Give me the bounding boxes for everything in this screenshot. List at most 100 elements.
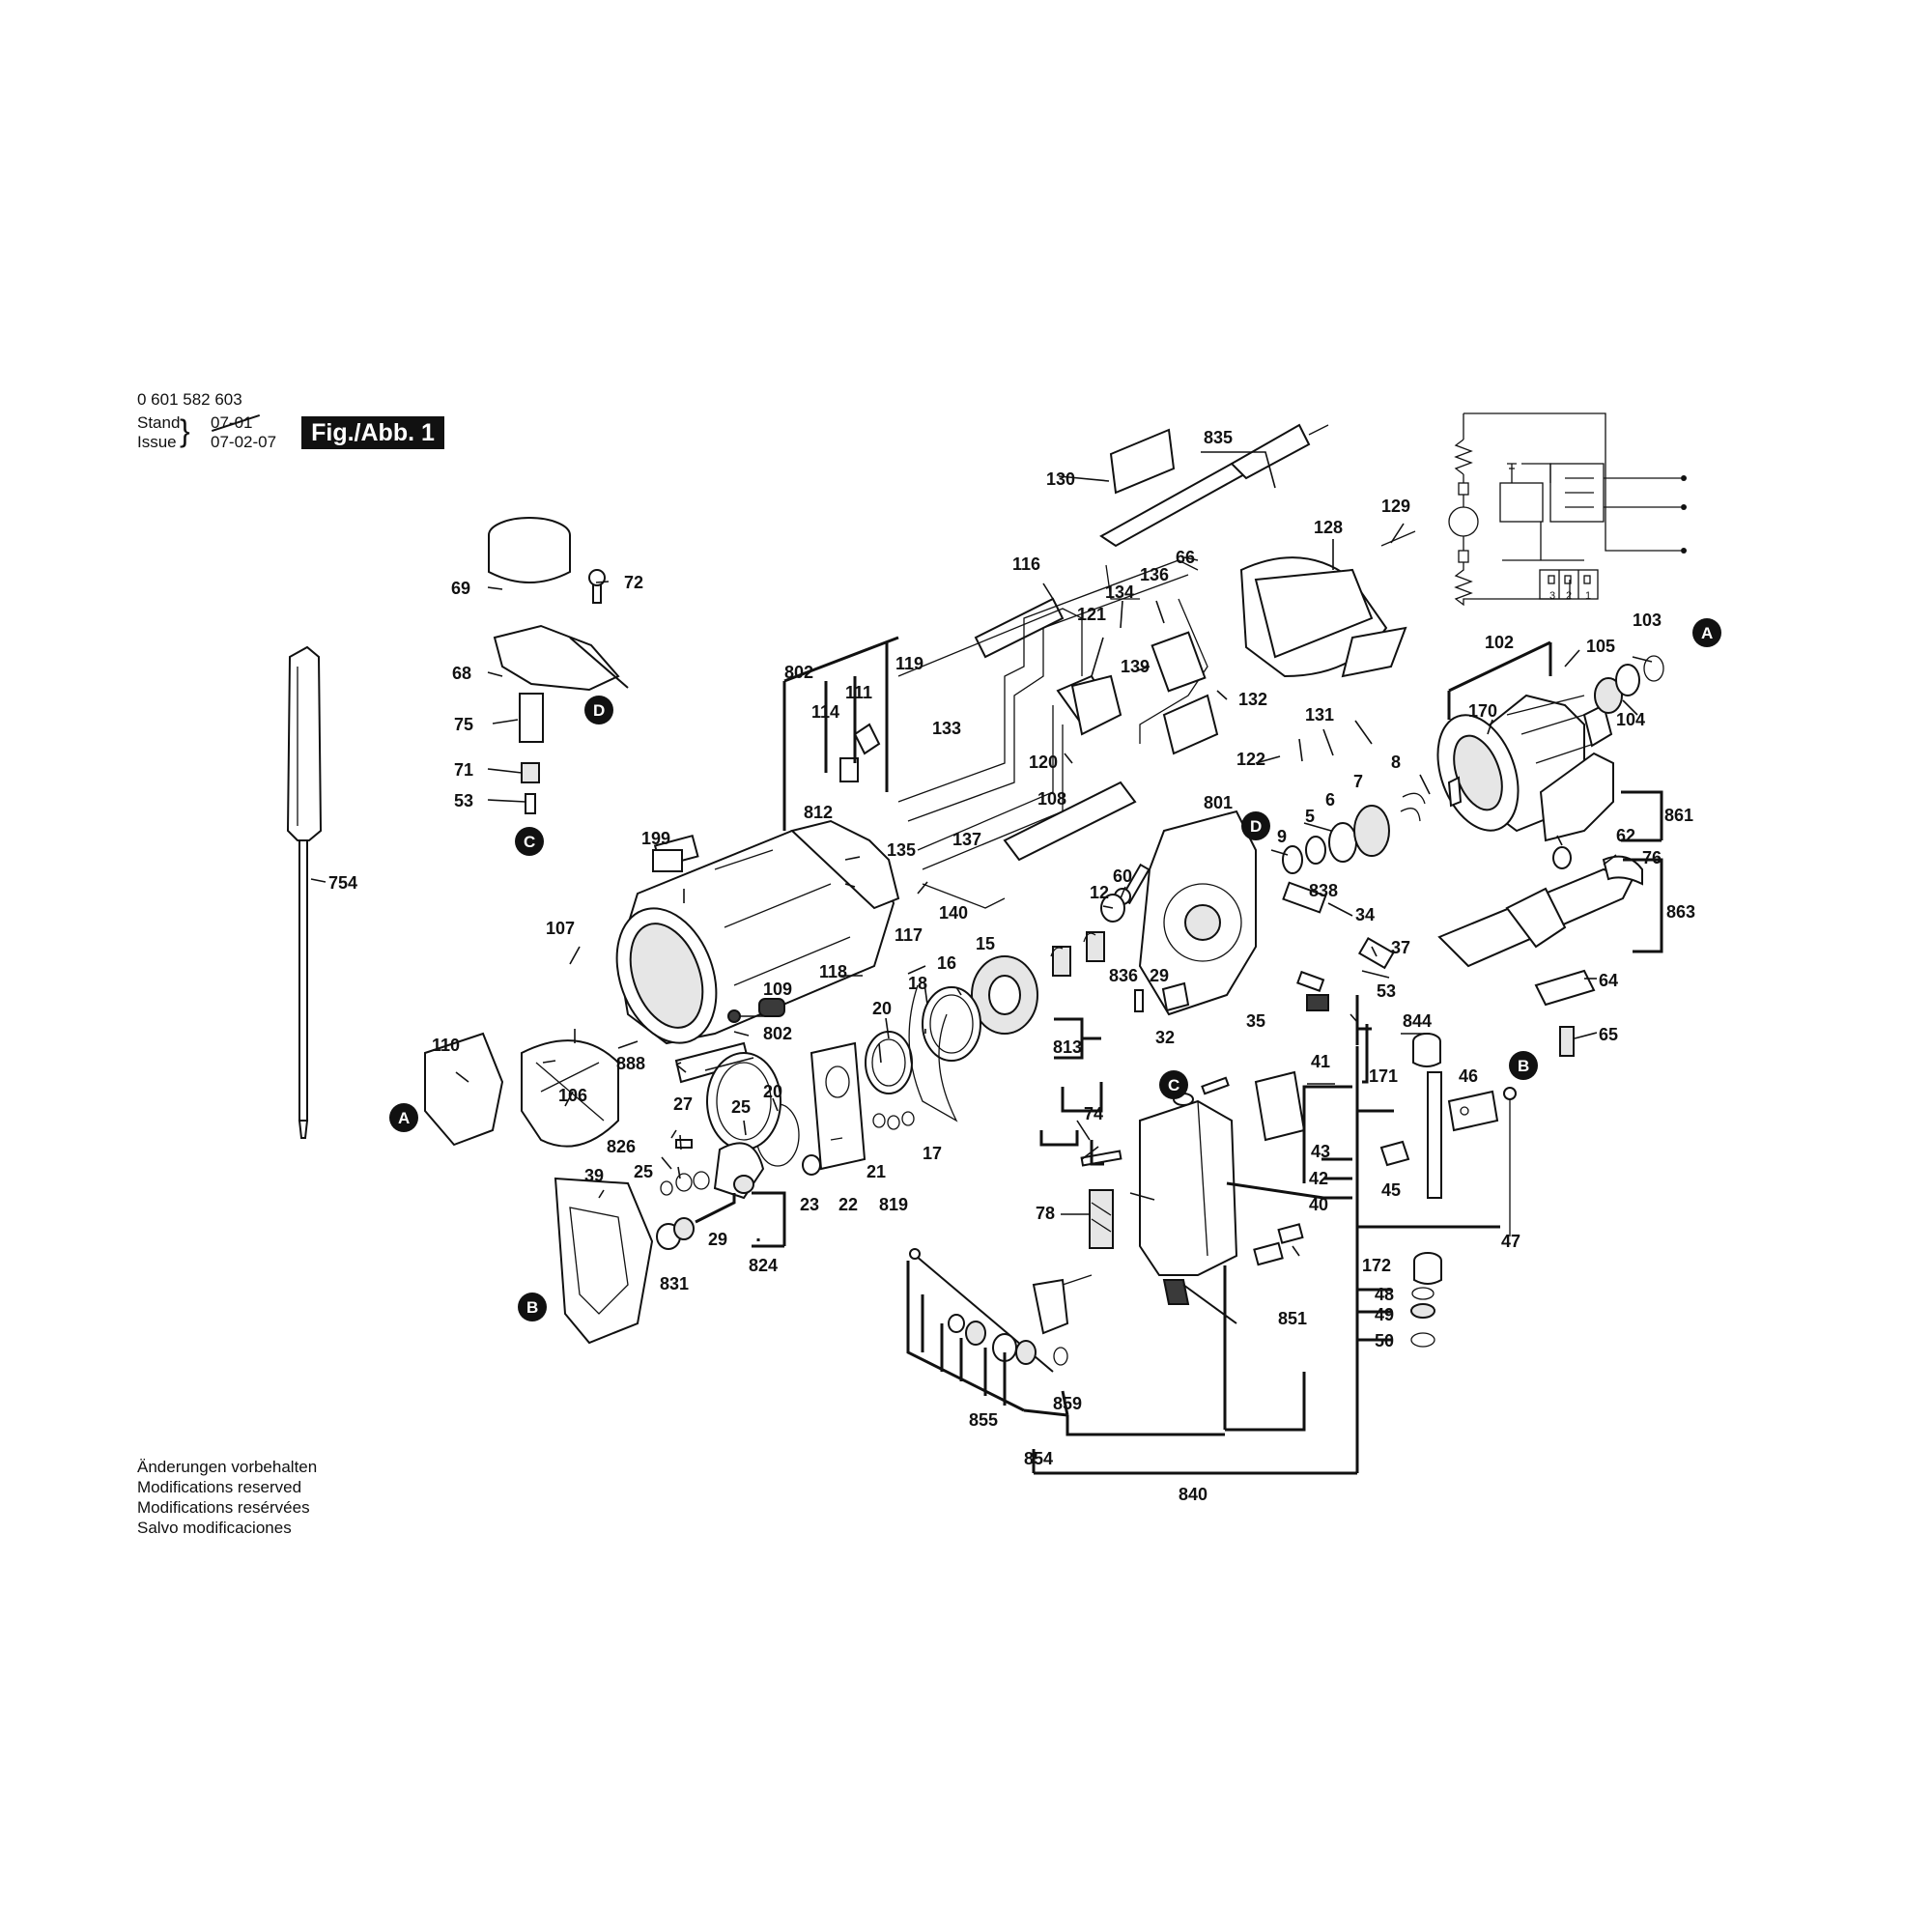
issue-label: Issue [137,433,177,451]
cable-cover-group [974,423,1416,678]
part-label: 118 [819,962,847,981]
part-label: 114 [811,702,839,722]
reference-marker-c-center: C [1159,1070,1188,1099]
part-label: 813 [1053,1037,1082,1057]
circuit-schematic: 3 2 1 [1448,412,1687,607]
part-label: 135 [887,840,916,860]
part-label: 6 [1325,790,1335,810]
reference-marker-d-center: D [1241,811,1270,840]
part-label: 819 [879,1195,908,1214]
part-label: 45 [1381,1180,1401,1200]
part-label: 65 [1599,1025,1618,1044]
part-label: 139 [1121,657,1150,676]
part-label: 20 [763,1082,782,1101]
part-label: 103 [1633,611,1662,630]
part-label: 838 [1309,881,1338,900]
svg-text:B: B [1518,1057,1529,1075]
part-label: 199 [641,829,670,848]
part-label: 801 [1204,793,1233,812]
part-label: 29 [1150,966,1169,985]
armature-group [1402,655,1664,833]
part-label: 117 [895,925,923,945]
part-label: 840 [1179,1485,1208,1504]
part-label: 42 [1309,1169,1328,1188]
part-label: 134 [1105,582,1134,602]
schematic-pin-3: 3 [1549,590,1555,602]
knob-group [488,517,629,814]
part-label: 37 [1391,938,1410,957]
part-label: 7 [1353,772,1363,791]
part-label: 128 [1314,518,1343,537]
part-label: 76 [1642,848,1662,867]
part-label: 23 [800,1195,819,1214]
part-label: 64 [1599,971,1618,990]
part-label: 25 [731,1097,751,1117]
part-label: 32 [1155,1028,1175,1047]
leader-lines [310,451,1653,1257]
part-label: 17 [923,1144,942,1163]
part-label: 66 [1176,548,1195,567]
part-label: 27 [673,1094,693,1114]
part-label: 835 [1204,428,1233,447]
motor-housing-group [424,819,900,1148]
schematic-pin-1: 1 [1585,590,1591,602]
reference-marker-d-left: D [584,696,613,724]
side-plates-group [554,1041,915,1345]
part-label: 802 [763,1024,792,1043]
part-label: 122 [1236,750,1265,769]
part-label: 46 [1459,1066,1478,1086]
part-label: 106 [558,1086,587,1105]
part-label: 43 [1311,1142,1330,1161]
part-label: 812 [804,803,833,822]
part-label: 136 [1140,565,1169,584]
part-label: 60 [1113,867,1132,886]
part-label: 824 [749,1256,778,1275]
part-label: 35 [1246,1011,1265,1031]
part-label: 47 [1501,1232,1520,1251]
issue-value: 07-02-07 [211,433,277,451]
svg-text:A: A [398,1109,410,1127]
part-label: 102 [1485,633,1514,652]
part-label: 48 [1375,1285,1394,1304]
part-number-labels: 835 130 128 129 66 116 136 134 121 139 1… [328,428,1695,1504]
stand-label: Stand [137,413,181,432]
part-label: 855 [969,1410,998,1430]
reference-marker-b-left: B [518,1293,547,1321]
part-label: 16 [937,953,956,973]
part-label: 15 [976,934,995,953]
part-label: 888 [616,1054,645,1073]
part-label: 29 [708,1230,727,1249]
part-label: 40 [1309,1195,1328,1214]
part-label: 170 [1468,701,1497,721]
lower-linkage-group [909,1248,1093,1373]
reference-marker-c-left: C [515,827,544,856]
schematic-pin-2: 2 [1566,590,1572,602]
part-label: 137 [952,830,981,849]
part-label: 121 [1077,605,1106,624]
part-label: 130 [1046,469,1075,489]
part-label: 53 [1377,981,1396,1001]
plunger-housing-group [1080,1070,1306,1324]
svg-text:C: C [524,833,535,851]
note-es: Salvo modificaciones [137,1519,292,1537]
part-label: 836 [1109,966,1138,985]
part-label: 140 [939,903,968,923]
svg-text:C: C [1168,1076,1179,1094]
part-label: 8 [1391,753,1401,772]
part-label: 75 [454,715,473,734]
wiring-switch-group [839,559,1219,909]
part-label: 69 [451,579,470,598]
part-label: 71 [454,760,473,780]
part-label: 49 [1375,1305,1394,1324]
svg-text:A: A [1701,624,1713,642]
part-label: 20 [872,999,892,1018]
note-en: Modifications reserved [137,1478,302,1496]
part-label: 41 [1311,1052,1330,1071]
part-label: 754 [328,873,357,893]
part-label: 22 [838,1195,858,1214]
part-label: 826 [607,1137,636,1156]
figure-label: Fig./Abb. 1 [301,416,444,449]
part-label: 859 [1053,1394,1082,1413]
